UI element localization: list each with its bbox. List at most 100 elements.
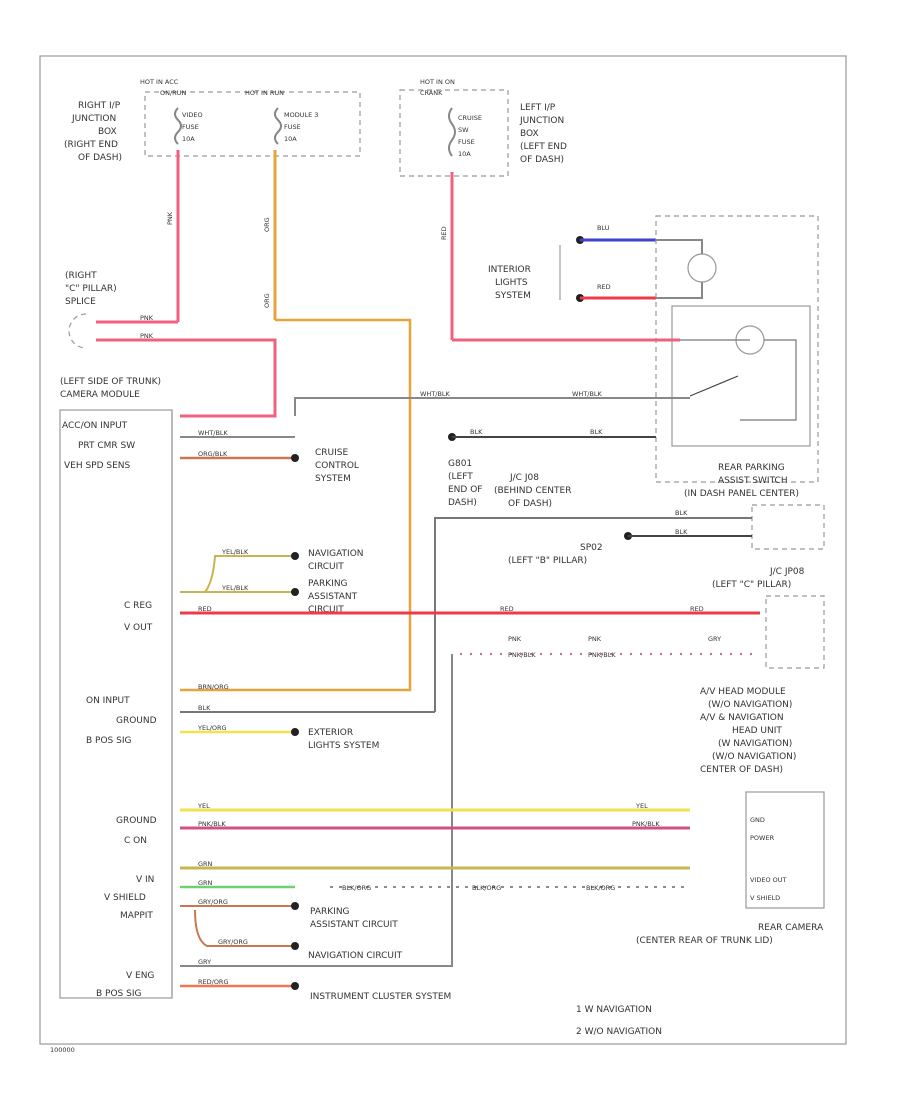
switch-contact-icon	[689, 375, 739, 397]
nav-circuit-2-label: NAVIGATION CIRCUIT	[308, 951, 403, 961]
wire-label-pnk-3: PNK	[140, 332, 154, 340]
wire-label-org-2: ORG	[263, 293, 271, 308]
exterior-lights-label: EXTERIOR LIGHTS SYSTEM	[308, 728, 379, 751]
fuse-cruise: CRUISE SW FUSE 10A	[448, 107, 482, 158]
svg-text:J/C JP08: J/C JP08	[769, 567, 805, 577]
svg-text:VIDEO OUT: VIDEO OUT	[750, 876, 787, 884]
svg-text:(LEFT "B" PILLAR): (LEFT "B" PILLAR)	[508, 556, 587, 566]
diagram-frame	[39, 55, 847, 1045]
svg-text:V IN: V IN	[136, 875, 154, 885]
svg-text:(LEFT "C" PILLAR): (LEFT "C" PILLAR)	[712, 580, 791, 590]
svg-text:VEH SPD SENS: VEH SPD SENS	[64, 461, 131, 471]
svg-text:OF DASH): OF DASH)	[508, 499, 552, 509]
wire-label-blk-4: BLK	[675, 528, 688, 536]
svg-text:CIRCUIT: CIRCUIT	[308, 605, 344, 615]
svg-text:HEAD UNIT: HEAD UNIT	[732, 726, 782, 736]
jc-jp08-label: J/C JP08 (LEFT "C" PILLAR)	[712, 567, 805, 590]
svg-text:ON INPUT: ON INPUT	[86, 696, 130, 706]
fuse-video: VIDEO FUSE 10A	[174, 107, 203, 145]
svg-text:CAMERA MODULE: CAMERA MODULE	[60, 390, 140, 400]
svg-text:10A: 10A	[284, 135, 297, 143]
wire-gry-org-nav	[194, 909, 295, 947]
svg-text:B POS SIG: B POS SIG	[96, 989, 141, 999]
jc-j08-label: J/C J08 (BEHIND CENTER OF DASH)	[494, 473, 571, 509]
svg-text:(RIGHT: (RIGHT	[65, 271, 97, 281]
svg-text:EXTERIOR: EXTERIOR	[308, 728, 353, 738]
wire-label-blk-2: BLK	[590, 428, 603, 436]
wire-label-blk-1: BLK	[470, 428, 483, 436]
svg-text:CENTER OF DASH): CENTER OF DASH)	[700, 765, 783, 775]
svg-text:V SHIELD: V SHIELD	[104, 893, 146, 903]
svg-text:(LEFT: (LEFT	[448, 472, 473, 482]
fuse-header-on: HOT IN ON	[420, 78, 455, 86]
spo-label: SP02 (LEFT "B" PILLAR)	[508, 543, 603, 566]
svg-text:CRUISE: CRUISE	[315, 448, 348, 458]
svg-text:(W/O NAVIGATION): (W/O NAVIGATION)	[708, 700, 792, 710]
svg-text:CIRCUIT: CIRCUIT	[308, 562, 344, 572]
wire-blk-spo-1	[434, 517, 752, 712]
junction-right-label: RIGHT I/P JUNCTION BOX (RIGHT END OF DAS…	[64, 101, 122, 163]
svg-text:ASSISTANT CIRCUIT: ASSISTANT CIRCUIT	[310, 920, 398, 930]
svg-text:B POS SIG: B POS SIG	[86, 736, 131, 746]
svg-text:(W NAVIGATION): (W NAVIGATION)	[718, 739, 792, 749]
wire-label-blk-3: BLK	[675, 509, 688, 517]
junction-left-label: LEFT I/P JUNCTION BOX (LEFT END OF DASH)	[519, 103, 567, 165]
svg-text:FUSE: FUSE	[284, 123, 301, 131]
svg-text:MAPPIT: MAPPIT	[120, 911, 153, 921]
wire-label-orgblk: ORG/BLK	[198, 450, 228, 458]
wire-label-red-5: RED	[690, 605, 704, 613]
svg-text:1 W NAVIGATION: 1 W NAVIGATION	[576, 1005, 652, 1015]
svg-text:GND: GND	[750, 816, 765, 824]
svg-text:GROUND: GROUND	[116, 716, 157, 726]
wire-label-yel-2: YEL	[635, 802, 648, 810]
svg-text:LIGHTS: LIGHTS	[495, 278, 528, 288]
svg-text:(RIGHT END: (RIGHT END	[64, 140, 118, 150]
rear-parking-switch-box	[671, 305, 811, 447]
nav-circuit-label: NAVIGATION CIRCUIT	[308, 549, 364, 572]
svg-text:PARKING: PARKING	[308, 579, 348, 589]
svg-text:(LEFT END: (LEFT END	[520, 142, 567, 152]
wire-label-yelorg: YEL/ORG	[197, 724, 227, 732]
jc-jp08-connector	[765, 595, 825, 669]
wire-label-gry-2: GRY	[198, 958, 211, 966]
svg-text:BOX: BOX	[98, 127, 117, 137]
wire-label-whtblk-2: WHT/BLK	[572, 390, 603, 398]
svg-text:(IN DASH PANEL CENTER): (IN DASH PANEL CENTER)	[684, 489, 799, 499]
wire-label-yel-1: YEL	[197, 802, 210, 810]
wire-org-long	[180, 318, 412, 692]
wire-label-pnkblk-4: PNK/BLK	[632, 820, 660, 828]
svg-text:NAVIGATION: NAVIGATION	[308, 549, 364, 559]
wire-label-pnk-4: PNK	[508, 635, 522, 643]
wire-label-whtblk-1: WHT/BLK	[420, 390, 451, 398]
camera-module-title: (LEFT SIDE OF TRUNK) CAMERA MODULE	[60, 377, 161, 400]
wire-label-red-2: RED	[597, 283, 611, 291]
svg-text:FUSE: FUSE	[458, 138, 475, 146]
svg-text:JUNCTION: JUNCTION	[71, 114, 116, 124]
svg-text:(CENTER REAR OF TRUNK LID): (CENTER REAR OF TRUNK LID)	[636, 936, 773, 946]
svg-text:REAR CAMERA: REAR CAMERA	[758, 923, 824, 933]
svg-text:GROUND: GROUND	[116, 816, 157, 826]
wire-label-blkorg-3: BLK/ORG	[586, 884, 615, 892]
svg-text:10A: 10A	[458, 150, 471, 158]
wire-label-yelblk-2: YEL/BLK	[221, 584, 249, 592]
wire-label-blu: BLU	[597, 224, 610, 232]
fuse-box-right	[399, 89, 509, 177]
svg-text:ASSIST SWITCH: ASSIST SWITCH	[718, 476, 788, 486]
wire-label-org-1: ORG	[263, 217, 271, 232]
svg-text:G801: G801	[448, 459, 472, 469]
wire-label-gry-1: GRY	[708, 635, 721, 643]
svg-text:POWER: POWER	[750, 834, 775, 842]
wire-label-pnkblk-1: PNK/BLK	[508, 651, 536, 659]
svg-text:END OF: END OF	[448, 485, 482, 495]
svg-text:SW: SW	[458, 126, 469, 134]
svg-text:ASSISTANT: ASSISTANT	[308, 592, 358, 602]
spo-connector	[751, 504, 825, 550]
wire-wht-blk	[294, 397, 690, 416]
g801-label: G801 (LEFT END OF DASH)	[448, 459, 482, 508]
wire-label-pnkblk-2: PNK/BLK	[588, 651, 616, 659]
svg-text:BOX: BOX	[520, 129, 539, 139]
parking-circuit-label: PARKING ASSISTANT CIRCUIT	[308, 579, 358, 615]
wire-label-grn-2: GRN	[198, 879, 213, 887]
svg-text:REAR PARKING: REAR PARKING	[718, 463, 785, 473]
svg-text:SPLICE: SPLICE	[65, 297, 96, 307]
